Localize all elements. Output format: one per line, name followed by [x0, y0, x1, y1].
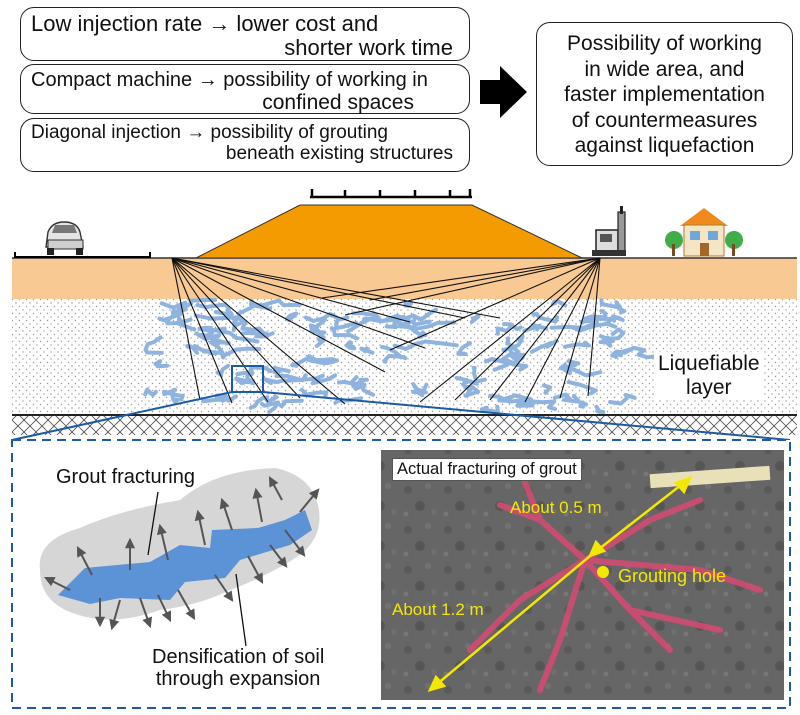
result-arrow	[480, 66, 527, 118]
house-icon	[665, 208, 743, 257]
car-icon	[45, 221, 84, 255]
benefit-text: beneath existing structures	[225, 142, 453, 164]
about-0-5-label: About 0.5 m	[510, 498, 602, 517]
result-text: of countermeasures	[571, 108, 758, 132]
grout-network	[143, 298, 665, 414]
result-text: Possibility of working	[567, 32, 762, 55]
grout-fracture	[58, 510, 312, 604]
embankment	[195, 204, 583, 259]
result-text: in wide area, and	[584, 57, 745, 81]
benefit-box-injection-rate: Low injection rate → lower cost and shor…	[20, 7, 470, 61]
expansion-arrows	[43, 475, 320, 631]
leader-line	[147, 491, 159, 556]
result-text: faster implementation	[564, 83, 765, 107]
benefit-text: Diagonal injection → possibility of grou…	[31, 122, 388, 143]
base-layer	[12, 415, 797, 435]
grouting-hole-label: Grouting hole	[618, 566, 727, 586]
red-grout-veins	[467, 467, 763, 693]
topsoil-layer	[12, 258, 797, 299]
label-line: layer	[686, 376, 732, 400]
benefit-text: Low injection rate → lower cost and	[31, 11, 379, 36]
drilling-machine-icon	[592, 206, 626, 256]
label-line: Liquefiable	[658, 352, 760, 375]
result-text: against liquefaction	[574, 134, 755, 158]
rail-track	[310, 189, 472, 199]
photo-caption: Actual fracturing of grout	[392, 458, 582, 481]
benefit-text: shorter work time	[284, 35, 453, 61]
benefit-box-diagonal-injection: Diagonal injection → possibility of grou…	[20, 118, 470, 172]
result-box: Possibility of working in wide area, and…	[536, 22, 793, 166]
leader-line	[235, 573, 247, 647]
benefit-text: Compact machine → possibility of working…	[31, 69, 428, 91]
about-1-2-label: About 1.2 m	[392, 600, 484, 619]
label-line: through expansion	[155, 668, 321, 690]
benefit-text: confined spaces	[262, 91, 414, 114]
benefit-box-compact-machine: Compact machine → possibility of working…	[20, 64, 470, 114]
label-line: Densification of soil	[152, 646, 325, 668]
densification-label: Densification of soil through expansion	[152, 646, 324, 690]
detail-marker	[231, 365, 264, 393]
measurement-arrows	[427, 475, 693, 692]
injection-rods	[171, 257, 601, 405]
grouting-hole-marker	[597, 566, 609, 578]
liquefiable-layer-label: Liquefiable layer	[654, 352, 764, 401]
grout-fracturing-label: Grout fracturing	[56, 466, 195, 488]
